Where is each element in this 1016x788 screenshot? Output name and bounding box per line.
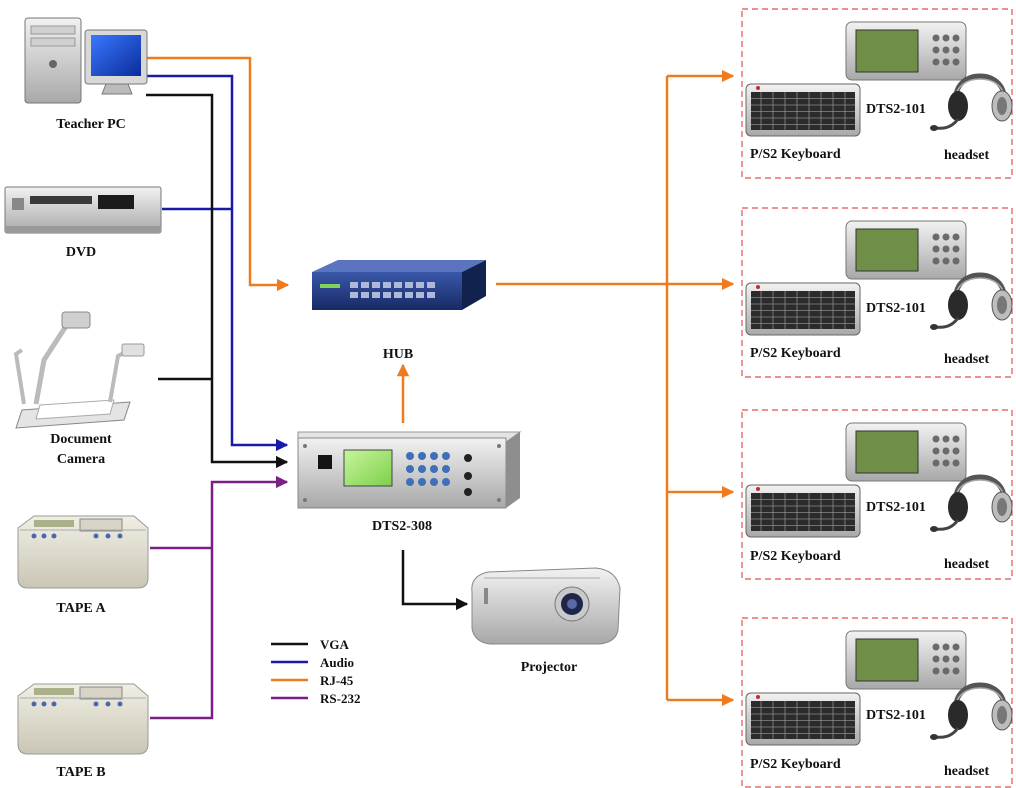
tape-b-device: TAPE B: [17, 683, 149, 780]
legend-item-rs232: RS-232: [271, 691, 360, 706]
station-headset-label: headset: [944, 352, 989, 367]
dvd-player-icon: [4, 186, 162, 234]
controller-label: DTS2-308: [372, 519, 432, 534]
controller-device: DTS2-308: [297, 431, 522, 534]
monitor-icon: [84, 29, 148, 95]
hub-label: HUB: [383, 347, 413, 362]
legend: VGA Audio RJ-45 RS-232: [271, 637, 360, 706]
terminal-unit-icon: [845, 422, 967, 482]
rs232-line-tape-b: [150, 475, 289, 720]
rj45-line-hub-trunk: [496, 76, 669, 700]
headset-icon: [930, 275, 1012, 330]
connections: [146, 56, 735, 720]
tape-b-label: TAPE B: [56, 765, 105, 780]
dvd-label: DVD: [66, 245, 96, 260]
student-station: DTS2-101 P/S2 Keyboard headset: [741, 617, 1013, 788]
keyboard-icon: [745, 83, 861, 137]
station-keyboard-label: P/S2 Keyboard: [750, 147, 841, 162]
audio-line-teacher-pc: [146, 74, 289, 452]
document-camera-device: Document Camera: [13, 311, 145, 467]
dvd-device: DVD: [4, 186, 162, 260]
headset-icon: [930, 477, 1012, 532]
terminal-unit-icon: [845, 630, 967, 690]
station-frame: [741, 617, 1013, 788]
station-keyboard-label: P/S2 Keyboard: [750, 346, 841, 361]
tape-recorder-icon: [17, 683, 149, 755]
student-station: DTS2-101 P/S2 Keyboard headset: [741, 8, 1013, 179]
legend-item-rj45: RJ-45: [271, 673, 354, 688]
legend-label-rj45: RJ-45: [320, 673, 354, 688]
rj45-line-teacher-pc: [146, 56, 290, 292]
station-frame: [741, 409, 1013, 580]
legend-label-rs232: RS-232: [320, 691, 360, 706]
teacher-pc-device: Teacher PC: [24, 17, 148, 132]
teacher-pc-label: Teacher PC: [56, 117, 126, 132]
network-switch-icon: [312, 260, 486, 310]
projector-device: Projector: [471, 567, 621, 675]
headset-icon: [930, 76, 1012, 131]
keyboard-icon: [745, 484, 861, 538]
station-frame: [741, 207, 1013, 378]
vga-line-teacher-pc: [146, 93, 289, 469]
headset-icon: [930, 685, 1012, 740]
station-headset-label: headset: [944, 148, 989, 163]
keyboard-icon: [745, 692, 861, 746]
legend-label-audio: Audio: [320, 655, 354, 670]
legend-label-vga: VGA: [320, 637, 350, 652]
keyboard-icon: [745, 282, 861, 336]
station-unit-label: DTS2-101: [866, 301, 926, 316]
hub-device: HUB: [312, 260, 486, 362]
student-station: DTS2-101 P/S2 Keyboard headset: [741, 207, 1013, 378]
station-headset-label: headset: [944, 764, 989, 779]
legend-item-audio: Audio: [271, 655, 354, 670]
station-unit-label: DTS2-101: [866, 708, 926, 723]
document-camera-label-line2: Camera: [57, 452, 105, 467]
rack-controller-icon: [297, 431, 522, 509]
tape-a-device: TAPE A: [17, 515, 149, 616]
projector-icon: [471, 567, 621, 645]
terminal-unit-icon: [845, 220, 967, 280]
legend-item-vga: VGA: [271, 637, 350, 652]
document-camera-label-line1: Document: [50, 432, 112, 447]
station-unit-label: DTS2-101: [866, 102, 926, 117]
projector-label: Projector: [521, 660, 577, 675]
vga-line-controller-projector: [401, 550, 469, 611]
station-keyboard-label: P/S2 Keyboard: [750, 757, 841, 772]
station-frame: [741, 8, 1013, 179]
tape-a-label: TAPE A: [56, 601, 106, 616]
student-station: DTS2-101 P/S2 Keyboard headset: [741, 409, 1013, 580]
tape-recorder-icon: [17, 515, 149, 589]
pc-tower-icon: [24, 17, 82, 104]
terminal-unit-icon: [845, 21, 967, 81]
document-camera-icon: [13, 311, 145, 429]
station-unit-label: DTS2-101: [866, 500, 926, 515]
station-headset-label: headset: [944, 557, 989, 572]
station-keyboard-label: P/S2 Keyboard: [750, 549, 841, 564]
